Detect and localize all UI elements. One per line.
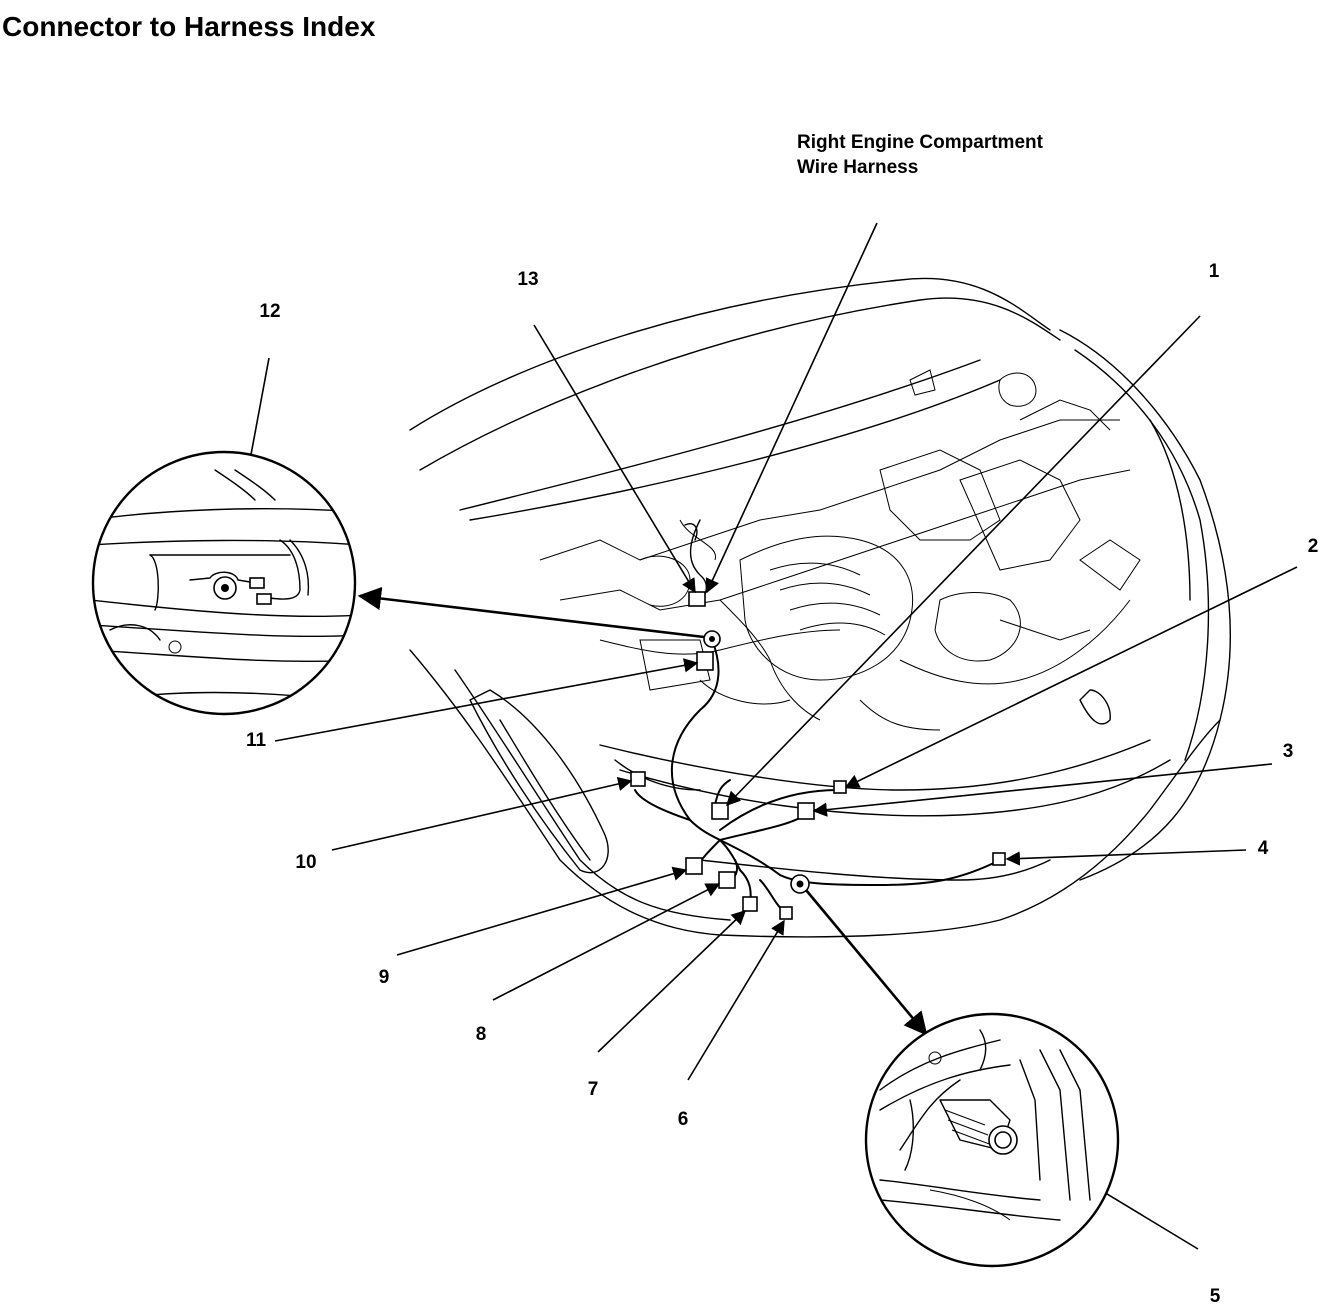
callout-1: 1	[1208, 261, 1220, 282]
callout-12: 12	[259, 301, 281, 322]
connector-7	[742, 896, 758, 912]
leader-10	[331, 776, 633, 851]
connectors	[630, 591, 1006, 920]
callout-9: 9	[378, 967, 390, 988]
vehicle-body-outline	[409, 277, 1232, 938]
callout-4: 4	[1257, 838, 1269, 859]
leader-lines	[223, 222, 1298, 1250]
leader-harness	[705, 222, 878, 594]
leader-3	[812, 763, 1273, 817]
harness-label-line2: Wire Harness	[797, 157, 919, 178]
leader-6	[687, 919, 785, 1081]
connector-2	[833, 780, 847, 794]
detail-view-right	[864, 1012, 1120, 1268]
connector-9	[685, 857, 703, 875]
detail-arrow-right	[805, 889, 928, 1036]
connector-8	[718, 871, 736, 889]
detail-view-left	[91, 450, 357, 716]
connector-10	[630, 771, 646, 787]
harness-label-line1: Right Engine Compartment	[797, 132, 1043, 153]
connector-6	[779, 906, 793, 920]
leader-9	[396, 866, 688, 956]
leader-7	[597, 910, 747, 1053]
harness-label: Right Engine Compartment Wire Harness	[797, 130, 1043, 180]
callout-13: 13	[517, 269, 539, 290]
callout-5: 5	[1209, 1286, 1221, 1307]
callout-10: 10	[295, 852, 317, 873]
connector-3	[797, 802, 815, 820]
callout-8: 8	[475, 1024, 487, 1045]
callout-6: 6	[677, 1109, 689, 1130]
connector-11	[696, 651, 714, 671]
callout-3: 3	[1282, 741, 1294, 762]
leader-11	[274, 658, 699, 742]
callout-7: 7	[587, 1079, 599, 1100]
callout-11: 11	[245, 730, 267, 751]
connector-1	[711, 802, 729, 820]
detail-arrow-left	[357, 586, 705, 639]
leader-2	[844, 566, 1298, 788]
leader-4	[1005, 849, 1247, 866]
callout-2: 2	[1307, 536, 1319, 557]
connector-13	[688, 591, 706, 607]
connector-4	[992, 852, 1006, 866]
leader-1	[725, 315, 1201, 807]
leader-8	[492, 883, 721, 1001]
page-title: Connector to Harness Index	[2, 11, 376, 42]
leader-13	[533, 324, 696, 594]
